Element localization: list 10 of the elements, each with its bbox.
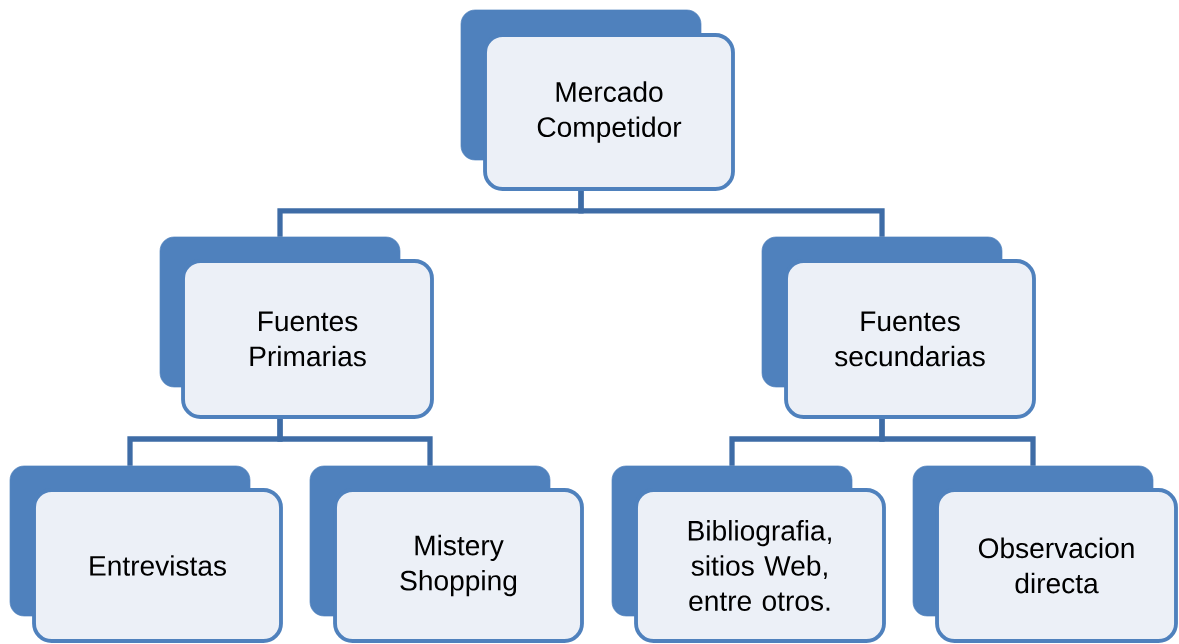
process-box: Fuentes secundarias [761, 236, 1036, 419]
connector-line [277, 418, 433, 466]
connector-line [879, 418, 1036, 466]
process-box: Bibliografia, sitios Web, entre otros. [611, 465, 886, 643]
connector-line [578, 190, 885, 237]
process-box: Fuentes Primarias [159, 236, 434, 419]
process-box: Mercado Competidor [460, 9, 735, 191]
process-box: Observacion directa [912, 465, 1178, 643]
process-box: Entrevistas [9, 465, 283, 643]
process-box: Mistery Shopping [309, 465, 584, 643]
